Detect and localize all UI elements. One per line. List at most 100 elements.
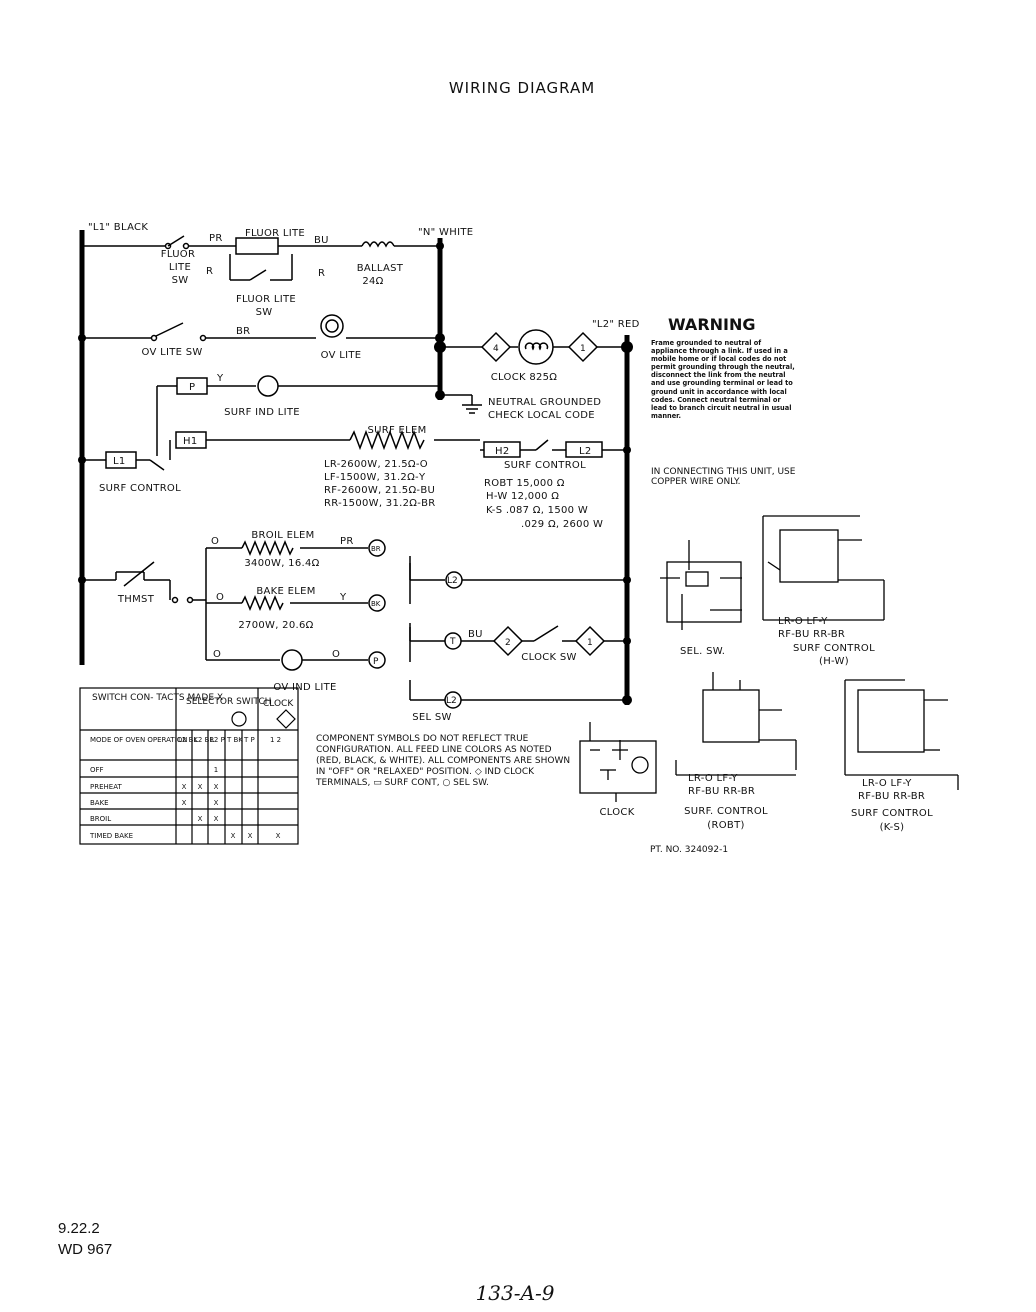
clock-circuit	[440, 329, 627, 365]
robt-spec-4: .029 Ω, 2600 W	[521, 519, 603, 530]
robt-spec-2: H-W 12,000 Ω	[486, 491, 559, 502]
clock-sw-term-1: 1	[587, 638, 593, 648]
l1-label: "L1" BLACK	[88, 222, 148, 233]
hw-title: SURF CONTROL	[793, 643, 875, 654]
table-row-mode: OFF	[90, 766, 104, 774]
table-cell-mark: X	[214, 815, 219, 823]
bake-elem-label: BAKE ELEM	[256, 586, 315, 597]
ks-subtitle: (K-S)	[880, 822, 905, 833]
table-cell-mark: X	[248, 832, 253, 840]
wire-o-1: O	[211, 536, 219, 547]
br-term: BR	[371, 545, 381, 553]
table-subheader-mode: MODE OF OVEN OPERATION	[90, 736, 187, 744]
fluor-lite-sw-l3: SW	[172, 275, 189, 286]
oven-circuits	[82, 539, 627, 709]
table-row-mode: PREHEAT	[90, 783, 122, 791]
part-number: PT. NO. 324092-1	[650, 845, 728, 855]
surf-control-label: SURF CONTROL	[504, 460, 586, 471]
table-row-mode: BROIL	[90, 815, 111, 823]
table-subheader-c5: T P	[243, 736, 255, 744]
warning-body: Frame grounded to neutral of appliance t…	[651, 339, 795, 420]
robt-surf-control-detail	[675, 672, 797, 776]
ov-ind-lite-label: OV IND LITE	[273, 682, 336, 693]
neutral-line1: NEUTRAL GROUNDED	[488, 397, 601, 408]
elem-rating-lf: LF-1500W, 31.2Ω-Y	[324, 472, 426, 483]
p-term: P	[373, 657, 379, 667]
ks-codes-2: RF-BU RR-BR	[858, 791, 925, 802]
table-cell-mark: X	[214, 799, 219, 807]
table-cell-mark: X	[276, 832, 281, 840]
bk-term: BK	[371, 600, 381, 608]
bake-elem-rating: 2700W, 20.6Ω	[238, 620, 313, 631]
neutral-line2: CHECK LOCAL CODE	[488, 410, 595, 421]
robt-spec-1: ROBT 15,000 Ω	[484, 478, 565, 489]
n-label: "N" WHITE	[418, 227, 473, 238]
diagram-title: WIRING DIAGRAM	[449, 79, 595, 97]
sel-sw-label: SEL SW	[412, 712, 451, 723]
thmst-label: THMST	[117, 594, 155, 605]
wire-br-1: BR	[236, 326, 250, 337]
ks-title: SURF CONTROL	[851, 808, 933, 819]
wire-r-1: R	[206, 266, 213, 277]
robt-subtitle: (ROBT)	[707, 820, 744, 831]
ks-surf-control-detail	[844, 679, 959, 790]
wire-y-2: Y	[339, 592, 347, 603]
clock-sw-term-2: 2	[505, 638, 511, 648]
fluor-lite-sw-l1: FLUOR	[161, 249, 195, 260]
table-header-clock: CLOCK	[263, 699, 294, 709]
t-term: T	[449, 637, 456, 647]
clock-label: CLOCK 825Ω	[491, 372, 558, 383]
fluor-lite-sw2-l1: FLUOR LITE	[236, 294, 296, 305]
l2-term-sel-2: L2	[446, 696, 457, 706]
robt-spec-3: K-S .087 Ω, 1500 W	[486, 505, 588, 516]
surf-ind-lite-label: SURF IND LITE	[224, 407, 300, 418]
hw-subtitle: (H-W)	[819, 656, 849, 667]
table-subheader-c3: L2 P	[210, 736, 225, 744]
footer-line2: WD 967	[58, 1241, 113, 1258]
ov-lite-label: OV LITE	[321, 350, 362, 361]
hw-surf-control-detail	[762, 515, 885, 621]
table-header-contacts: SWITCH CON- TACTS MADE X	[92, 693, 223, 703]
fluor-lite-circuit	[82, 235, 440, 281]
warning-title: WARNING	[668, 315, 756, 334]
wire-bu-1: BU	[314, 235, 329, 246]
l1-term: L1	[113, 456, 126, 467]
clock-term-4: 4	[493, 344, 499, 354]
surf-control-left-label: SURF CONTROL	[99, 483, 181, 494]
robt-codes-1: LR-O LF-Y	[688, 773, 738, 784]
broil-elem-label: BROIL ELEM	[251, 530, 314, 541]
hw-codes-2: RF-BU RR-BR	[778, 629, 845, 640]
clock-detail-label: CLOCK	[599, 807, 634, 818]
ks-codes-1: LR-O LF-Y	[862, 778, 912, 789]
table-cell-mark: X	[198, 783, 203, 791]
wire-o-4: O	[332, 649, 340, 660]
switch-table	[79, 687, 299, 845]
ov-lite-sw-label: OV LITE SW	[141, 347, 202, 358]
sel-sw-detail-label: SEL. SW.	[680, 646, 725, 657]
footer-line1: 9.22.2	[58, 1220, 100, 1237]
component-note: COMPONENT SYMBOLS DO NOT REFLECT TRUE CO…	[316, 734, 571, 788]
wire-pr-1: PR	[209, 233, 223, 244]
clock-detail	[579, 722, 657, 802]
surf-elem-circuit	[82, 429, 627, 471]
table-cell-mark: X	[182, 799, 187, 807]
ballast-label: BALLAST	[357, 263, 404, 274]
table-subheader-c4: T BK	[226, 736, 243, 744]
ov-lite-circuit	[82, 314, 440, 342]
ballast-ohms: 24Ω	[362, 276, 383, 287]
elem-rating-lr: LR-2600W, 21.5Ω-O	[324, 459, 428, 470]
handwritten-number: 133-A-9	[476, 1281, 555, 1305]
l2-term-sel-1: L2	[447, 576, 458, 586]
sel-sw-detail	[660, 540, 742, 630]
table-cell-mark: X	[231, 832, 236, 840]
elem-rating-rf: RF-2600W, 21.5Ω-BU	[324, 485, 435, 496]
elem-rating-rr: RR-1500W, 31.2Ω-BR	[324, 498, 436, 509]
fluor-lite-label: FLUOR LITE	[245, 228, 305, 239]
broil-elem-rating: 3400W, 16.4Ω	[244, 558, 319, 569]
table-subheader-c6: 1 2	[270, 736, 281, 744]
robt-title: SURF. CONTROL	[684, 806, 768, 817]
wire-bu-2: BU	[468, 629, 483, 640]
table-off-mark: 1	[214, 766, 218, 774]
